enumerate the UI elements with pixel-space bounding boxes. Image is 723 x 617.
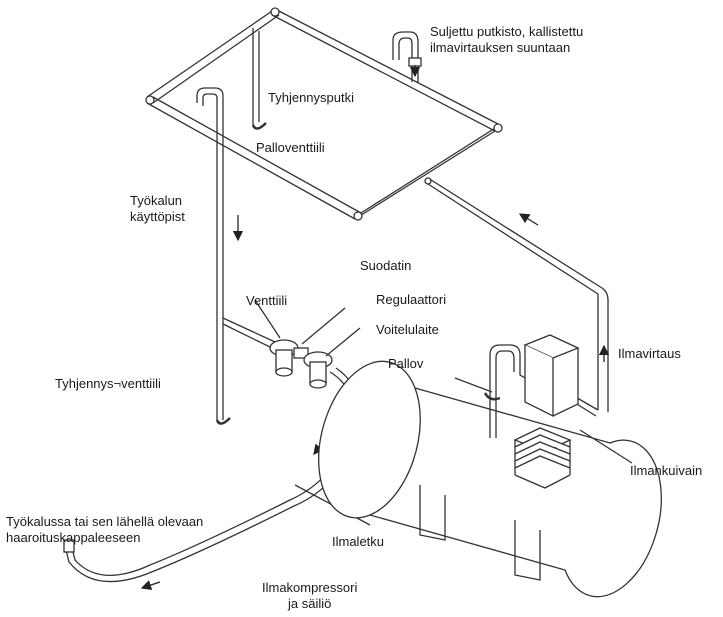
label-closed-piping-line2: ilmavirtauksen suuntaan bbox=[430, 40, 571, 55]
label-air-dryer: Ilmankuivain bbox=[630, 463, 703, 478]
drain-pipe bbox=[251, 28, 267, 130]
label-tool-outlet-line2: käyttöpist bbox=[130, 209, 185, 224]
label-drain-valve: Tyhjennys¬venttiili bbox=[55, 376, 161, 391]
label-compressor-line1: Ilmakompressori bbox=[262, 580, 358, 595]
label-closed-piping-line1: Suljettu putkisto, kallistettu bbox=[430, 24, 584, 39]
compressor-head bbox=[513, 427, 572, 489]
label-airflow: Ilmavirtaus bbox=[618, 346, 681, 361]
label-filter: Suodatin bbox=[360, 258, 412, 273]
label-ball-valve-tank: Pallov bbox=[388, 356, 424, 371]
label-tool-outlet: Työkalun käyttöpist bbox=[130, 193, 185, 225]
label-drain-pipe: Tyhjennysputki bbox=[268, 90, 354, 105]
supply-riser bbox=[196, 87, 276, 425]
label-lubricator: Voitelulaite bbox=[376, 322, 439, 337]
air-tank bbox=[318, 360, 662, 598]
label-tool-branch: Työkalussa tai sen lähellä olevaan haaro… bbox=[6, 514, 203, 546]
label-tool-outlet-line1: Työkalun bbox=[130, 193, 183, 208]
label-valve: Venttiili bbox=[246, 293, 288, 308]
overhead-pipe-loop bbox=[145, 7, 503, 221]
label-compressor-line2: ja säiliö bbox=[288, 596, 332, 611]
label-tool-branch-line2: haaroituskappaleeseen bbox=[6, 530, 141, 545]
tank-gooseneck bbox=[454, 344, 526, 438]
label-tool-branch-line1: Työkalussa tai sen lähellä olevaan bbox=[6, 514, 204, 529]
return-line bbox=[424, 177, 610, 417]
label-air-hose: Ilmaletku bbox=[332, 534, 385, 549]
label-closed-piping: Suljettu putkisto, kallistettu ilmavirta… bbox=[430, 24, 583, 56]
top-gooseneck bbox=[392, 31, 422, 82]
label-regulator: Regulaattori bbox=[376, 292, 447, 307]
label-ball-valve-top: Palloventtiili bbox=[256, 140, 325, 155]
air-dryer bbox=[523, 334, 633, 464]
label-compressor: Ilmakompressori ja säiliö bbox=[262, 580, 357, 612]
frl-unit bbox=[254, 299, 361, 389]
